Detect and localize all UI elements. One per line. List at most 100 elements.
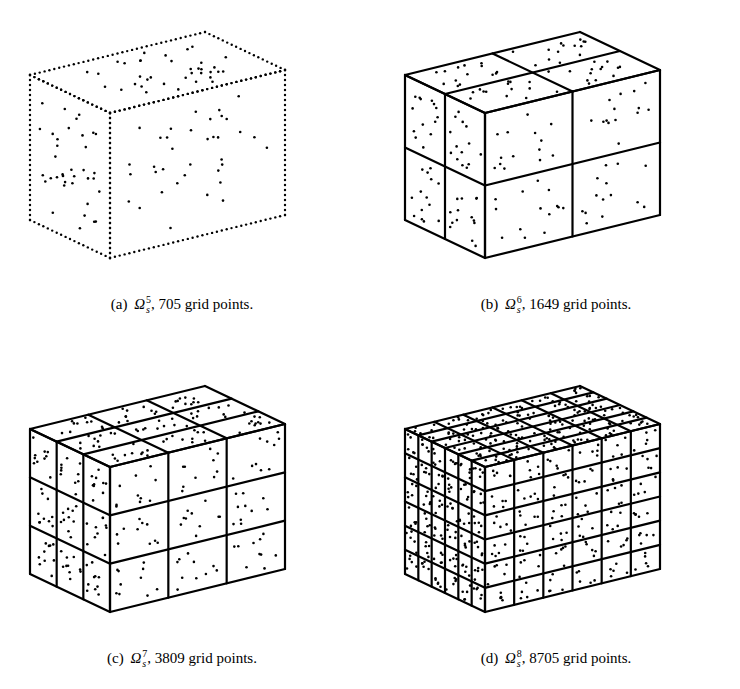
grid-point <box>118 593 121 596</box>
grid-point <box>220 158 223 161</box>
grid-point <box>573 409 576 412</box>
grid-point <box>87 101 89 103</box>
grid-point <box>181 490 184 493</box>
grid-point <box>109 177 111 179</box>
grid-point <box>119 583 122 586</box>
grid-point <box>167 98 169 100</box>
grid-point <box>606 524 609 527</box>
grid-point <box>38 556 41 559</box>
grid-point <box>284 109 286 111</box>
grid-point <box>522 550 525 553</box>
grid-point <box>192 417 195 420</box>
grid-point <box>502 419 505 422</box>
grid-point <box>464 598 467 601</box>
grid-point <box>607 540 610 543</box>
grid-point <box>169 227 172 230</box>
grid-point <box>121 51 123 53</box>
grid-point <box>425 495 428 498</box>
grid-point <box>47 227 49 229</box>
grid-point <box>217 136 220 139</box>
grid-point <box>238 432 241 435</box>
grid-point <box>67 530 70 533</box>
grid-point <box>534 492 537 495</box>
grid-point <box>102 517 105 520</box>
grid-point <box>134 83 137 86</box>
grid-line <box>82 454 84 599</box>
grid-line <box>30 477 110 515</box>
grid-point <box>491 553 494 556</box>
grid-point <box>269 72 271 74</box>
grid-point <box>93 437 96 440</box>
grid-point <box>480 493 483 496</box>
grid-point <box>605 119 608 122</box>
superscript: 6 <box>517 295 522 305</box>
grid-line <box>418 392 593 435</box>
grid-point <box>407 496 410 499</box>
grid-point <box>451 507 454 510</box>
grid-point <box>527 414 530 417</box>
grid-point <box>568 449 571 452</box>
grid-point <box>69 431 72 434</box>
grid-point <box>191 441 194 444</box>
grid-point <box>474 522 477 525</box>
grid-point <box>620 502 623 505</box>
grid-point <box>139 59 142 62</box>
grid-point <box>165 40 167 42</box>
grid-point <box>184 403 187 406</box>
grid-line <box>580 386 660 424</box>
grid-point <box>140 576 143 579</box>
grid-point <box>253 415 256 418</box>
grid-point <box>416 478 419 481</box>
grid-point <box>259 416 262 419</box>
grid-point <box>474 569 477 572</box>
grid-point <box>519 535 522 538</box>
grid-point <box>494 424 497 427</box>
grid-point <box>452 419 455 422</box>
grid-point <box>146 78 149 81</box>
grid-point <box>504 543 507 546</box>
grid-point <box>526 460 529 463</box>
grid-point <box>582 536 585 539</box>
grid-point <box>612 75 615 78</box>
grid-point <box>140 497 143 500</box>
grid-point <box>548 590 551 593</box>
grid-point <box>604 409 607 412</box>
grid-point <box>477 546 480 549</box>
grid-point <box>109 112 111 114</box>
grid-point <box>77 62 79 64</box>
grid-point <box>567 476 570 479</box>
grid-point <box>29 124 31 126</box>
grid-point <box>83 214 86 217</box>
grid-point <box>538 148 541 151</box>
grid-point <box>579 387 582 390</box>
grid-point <box>644 82 647 85</box>
grid-point <box>29 184 31 186</box>
grid-point <box>633 494 636 497</box>
grid-point <box>51 133 54 136</box>
grid-point <box>206 138 209 141</box>
grid-point <box>237 95 240 98</box>
grid-point <box>548 58 551 61</box>
grid-point <box>452 432 455 435</box>
grid-point <box>421 209 424 212</box>
grid-point <box>184 465 187 468</box>
grid-point <box>584 504 587 507</box>
subscript: s <box>142 659 147 669</box>
grid-point <box>275 65 277 67</box>
grid-point <box>433 558 436 561</box>
grid-point <box>248 422 251 425</box>
grid-point <box>96 106 98 108</box>
grid-point <box>222 39 224 41</box>
grid-point <box>100 108 102 110</box>
grid-point <box>29 199 31 201</box>
grid-point <box>560 539 563 542</box>
grid-point <box>182 94 184 96</box>
grid-point <box>233 545 236 548</box>
grid-point <box>455 554 458 557</box>
grid-point <box>164 54 167 57</box>
grid-point <box>29 154 31 156</box>
grid-point <box>449 131 452 134</box>
grid-point <box>437 182 440 185</box>
grid-point <box>463 64 466 67</box>
grid-point <box>437 582 440 585</box>
